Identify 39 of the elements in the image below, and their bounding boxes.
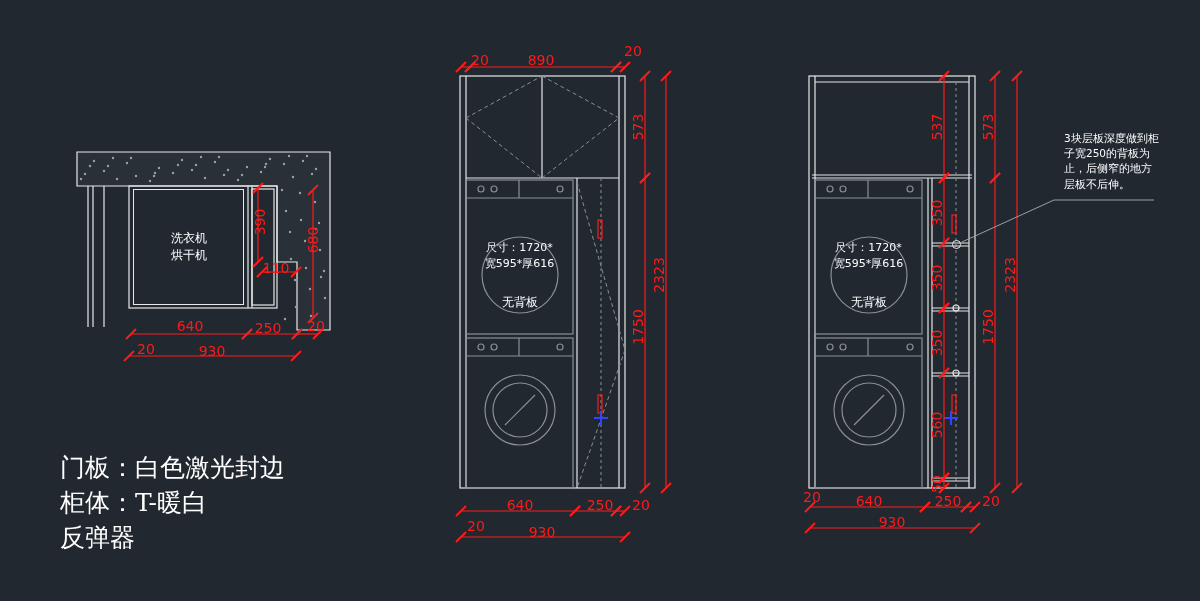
dimension-value: 350 (930, 264, 944, 292)
panel-note: 无背板 (501, 293, 538, 311)
dimension-value: 250 (254, 321, 282, 335)
dimension-value: 573 (631, 113, 645, 141)
dimension-value: 2323 (1003, 257, 1017, 293)
leader-line (961, 199, 1155, 243)
dimension-value: 930 (528, 525, 556, 539)
dimension-value: 20 (803, 490, 821, 504)
dimension-value: 350 (930, 199, 944, 227)
material-note: 柜体：T-暖白 (60, 490, 207, 515)
dimension-value: 640 (855, 494, 883, 508)
annotation-text: 3块层板深度做到柜子宽250的背板为止，后侧窄的地方层板不后伸。 (1064, 131, 1160, 192)
size-note: 尺寸：1720*宽595*厚616 (483, 240, 556, 272)
dimension-value: 930 (198, 344, 226, 358)
dimension-value: 1750 (631, 309, 645, 345)
dimension-value: 250 (586, 498, 614, 512)
dimension-value: 1750 (981, 309, 995, 345)
dimension-value: 640 (506, 498, 534, 512)
dimension-value: 20 (137, 342, 155, 356)
dimension-value: 250 (934, 494, 962, 508)
size-note: 尺寸：1720*宽595*厚616 (832, 240, 905, 272)
dimension-value: 350 (930, 329, 944, 357)
dimension-value: 573 (981, 113, 995, 141)
material-note: 反弹器 (60, 525, 135, 550)
dimension-value: 560 (930, 411, 944, 439)
dimension-value: 2323 (652, 257, 666, 293)
dimension-value: 640 (176, 319, 204, 333)
dimension-value: 110 (262, 261, 290, 275)
dimension-value: 537 (930, 113, 944, 141)
dimension-value: 20 (624, 44, 642, 58)
dimension-value: 680 (306, 226, 320, 254)
appliance-label: 洗衣机烘干机 (169, 229, 208, 264)
panel-note: 无背板 (850, 293, 887, 311)
dimension-value: 20 (982, 494, 1000, 508)
dimension-value: 930 (878, 515, 906, 529)
material-note: 门板：白色激光封边 (60, 455, 285, 480)
dimension-value: 890 (527, 53, 555, 67)
dimension-value: 20 (632, 498, 650, 512)
dimension-value: 20 (467, 519, 485, 533)
